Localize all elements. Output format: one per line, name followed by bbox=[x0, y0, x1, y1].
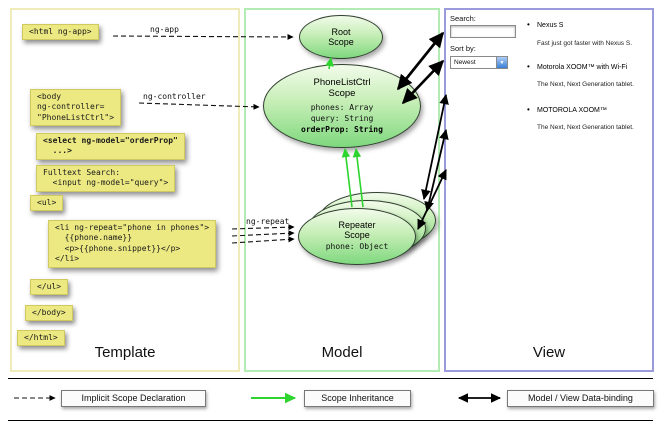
legend-divider-top bbox=[8, 378, 653, 379]
repeater-scope-ellipse-front: Repeater Scope phone: Object bbox=[298, 208, 416, 265]
phone-item-desc: The Next, Next Generation tablet. bbox=[537, 81, 634, 88]
sort-select: Newest ▼ bbox=[450, 56, 508, 69]
phonelistctrl-scope-ellipse: PhoneListCtrl Scope phones: Array query:… bbox=[263, 64, 421, 148]
phonelistctrl-scope-title: PhoneListCtrl Scope bbox=[313, 77, 371, 100]
phonelistctrl-scope-props: phones: Array query: String bbox=[310, 103, 374, 123]
search-label: Search: bbox=[450, 14, 476, 23]
legend-divider-bottom bbox=[8, 420, 653, 421]
search-input bbox=[450, 25, 516, 38]
legend-implicit-scope: Implicit Scope Declaration bbox=[61, 390, 206, 407]
phone-item-title: Motorola XOOM™ with Wi-Fi bbox=[537, 64, 628, 71]
code-fulltext-search: Fulltext Search: <input ng-model="query"… bbox=[36, 165, 176, 192]
dropdown-arrow-icon: ▼ bbox=[496, 57, 507, 68]
phone-item-title: Nexus S bbox=[537, 22, 564, 29]
code-li-repeat: <li ng-repeat="phone in phones"> {{phone… bbox=[48, 220, 217, 268]
bullet-icon: • bbox=[527, 20, 530, 29]
ng-app-label: ng-app bbox=[150, 25, 179, 34]
root-scope-ellipse: Root Scope bbox=[299, 15, 383, 59]
ng-repeat-label: ng-repeat bbox=[246, 217, 290, 226]
phone-item-title: MOTOROLA XOOM™ bbox=[537, 107, 607, 114]
phone-item-desc: The Next, Next Generation tablet. bbox=[537, 124, 634, 131]
code-html-open: <html ng-app> bbox=[22, 24, 99, 41]
model-column-label: Model bbox=[321, 344, 363, 361]
legend-data-binding: Model / View Data-binding bbox=[507, 390, 654, 407]
sort-select-value: Newest bbox=[454, 59, 476, 66]
bullet-icon: • bbox=[527, 105, 530, 114]
code-ul-close: </ul> bbox=[30, 279, 69, 296]
sort-label: Sort by: bbox=[450, 44, 476, 53]
phone-item-desc: Fast just got faster with Nexus S. bbox=[537, 40, 633, 47]
code-html-close: </html> bbox=[17, 330, 65, 347]
ng-controller-label: ng-controller bbox=[143, 92, 206, 101]
root-scope-title: Root Scope bbox=[328, 26, 354, 47]
view-column-label: View bbox=[532, 344, 566, 361]
repeater-scope-title: Repeater Scope bbox=[338, 219, 376, 241]
repeater-scope-prop: phone: Object bbox=[325, 242, 389, 252]
model-column-box bbox=[244, 8, 440, 372]
code-body-open: <body ng-controller= "PhoneListCtrl"> bbox=[30, 89, 122, 127]
template-column-label: Template bbox=[94, 344, 156, 361]
code-select: <select ng-model="orderProp" ...> bbox=[36, 133, 185, 160]
code-body-close: </body> bbox=[25, 305, 73, 322]
legend-scope-inheritance: Scope Inheritance bbox=[304, 390, 411, 407]
code-ul-open: <ul> bbox=[30, 195, 64, 212]
phonelistctrl-scope-orderprop: orderProp: String bbox=[301, 124, 383, 134]
bullet-icon: • bbox=[527, 62, 530, 71]
